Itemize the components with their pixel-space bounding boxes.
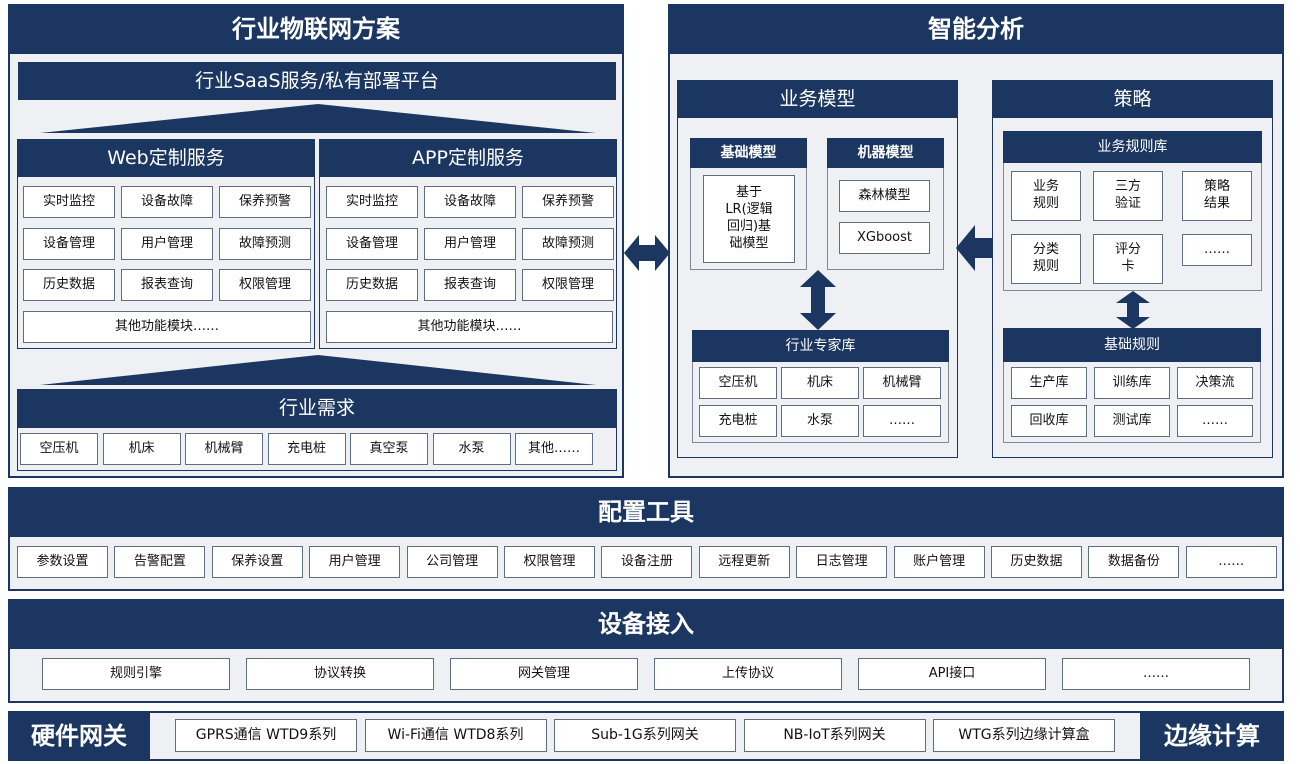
iot-solution-title: 行业物联网方案 (8, 4, 624, 54)
device-access-title: 设备接入 (8, 599, 1284, 649)
access-item: API接口 (858, 658, 1046, 690)
basic-model-title: 基础模型 (690, 138, 807, 168)
config-item: 数据备份 (1088, 546, 1180, 578)
upward-triangle-bottom (40, 355, 596, 385)
hardware-item: GPRS通信 WTD9系列 (175, 719, 357, 752)
config-item: 远程更新 (698, 546, 790, 578)
config-item: 历史数据 (991, 546, 1082, 578)
hardware-item: WTG系列边缘计算盒 (933, 719, 1115, 752)
demand-item: 真空泵 (350, 433, 428, 465)
hardware-item: NB-IoT系列网关 (743, 719, 926, 752)
access-item: …… (1062, 658, 1250, 690)
bidirectional-arrow-icon (624, 235, 670, 271)
basic-rules-title: 基础规则 (1003, 328, 1261, 362)
expert-item: 空压机 (699, 367, 777, 399)
basic-rule-item: 回收库 (1011, 405, 1087, 437)
expert-item: 充电桩 (699, 405, 777, 437)
app-other-modules: 其他功能模块…… (326, 311, 613, 343)
expert-library-title: 行业专家库 (692, 330, 949, 362)
hardware-item: Sub-1G系列网关 (554, 719, 736, 752)
app-service-item: 报表查询 (424, 269, 516, 301)
config-item: 公司管理 (406, 546, 498, 578)
xgboost-model: XGboost (839, 222, 930, 254)
industry-demand-title: 行业需求 (17, 389, 617, 427)
saas-platform-bar: 行业SaaS服务/私有部署平台 (18, 62, 616, 100)
demand-item: 机床 (102, 433, 181, 465)
config-item: 设备注册 (601, 546, 693, 578)
left-arrow-icon (956, 225, 994, 271)
web-service-item: 保养预警 (219, 186, 311, 218)
config-item: 权限管理 (504, 546, 595, 578)
web-service-item: 报表查询 (121, 269, 213, 301)
config-item: 日志管理 (796, 546, 888, 578)
app-service-title: APP定制服务 (319, 139, 617, 177)
rules-item: 业务 规则 (1011, 171, 1081, 221)
web-service-item: 历史数据 (23, 269, 115, 301)
web-service-item: 故障预测 (219, 228, 311, 260)
web-service-item: 设备故障 (121, 186, 213, 218)
config-item: 账户管理 (893, 546, 985, 578)
demand-item: 机械臂 (185, 433, 263, 465)
rules-item: 分类 规则 (1011, 234, 1081, 284)
upward-triangle-top (40, 104, 596, 133)
expert-item: 水泵 (781, 405, 859, 437)
smart-analysis-title: 智能分析 (668, 4, 1284, 54)
config-item: 保养设置 (211, 546, 303, 578)
config-item: 用户管理 (309, 546, 401, 578)
basic-rule-item: 测试库 (1094, 405, 1170, 437)
basic-rule-item: …… (1177, 405, 1253, 437)
web-service-item: 权限管理 (219, 269, 311, 301)
demand-item: 空压机 (20, 433, 98, 465)
access-item: 上传协议 (654, 658, 842, 690)
vertical-double-arrow-icon (800, 270, 836, 330)
basic-model-content: 基于 LR(逻辑 回归)基 础模型 (703, 175, 795, 263)
access-item: 协议转换 (246, 658, 434, 690)
basic-rule-item: 决策流 (1177, 367, 1253, 399)
web-service-title: Web定制服务 (17, 139, 315, 177)
strategy-title: 策略 (992, 80, 1273, 118)
app-service-item: 设备管理 (326, 228, 418, 260)
web-service-item: 用户管理 (121, 228, 213, 260)
access-item: 网关管理 (450, 658, 638, 690)
demand-item: 其他…… (515, 433, 593, 465)
access-item: 规则引擎 (42, 658, 230, 690)
web-service-item: 实时监控 (23, 186, 115, 218)
rules-item: 评分 卡 (1093, 234, 1163, 284)
web-service-item: 设备管理 (23, 228, 115, 260)
hardware-gateway-title: 硬件网关 (8, 711, 150, 761)
app-service-item: 故障预测 (522, 228, 614, 260)
config-item: 参数设置 (17, 546, 108, 578)
config-item: 告警配置 (114, 546, 206, 578)
app-service-item: 权限管理 (522, 269, 614, 301)
app-service-item: 保养预警 (522, 186, 614, 218)
demand-item: 充电桩 (267, 433, 346, 465)
demand-item: 水泵 (432, 433, 511, 465)
business-model-title: 业务模型 (677, 80, 958, 118)
expert-item: …… (863, 405, 941, 437)
machine-model-title: 机器模型 (827, 138, 944, 168)
vertical-double-arrow-icon-2 (1116, 291, 1150, 329)
forest-model: 森林模型 (839, 180, 930, 212)
basic-rule-item: 训练库 (1094, 367, 1170, 399)
app-service-item: 实时监控 (326, 186, 418, 218)
basic-rule-item: 生产库 (1011, 367, 1087, 399)
app-service-item: 设备故障 (424, 186, 516, 218)
rules-item: …… (1182, 234, 1252, 266)
app-service-item: 历史数据 (326, 269, 418, 301)
edge-computing-title: 边缘计算 (1140, 711, 1284, 761)
app-service-item: 用户管理 (424, 228, 516, 260)
web-other-modules: 其他功能模块…… (23, 311, 311, 343)
expert-item: 机械臂 (863, 367, 941, 399)
expert-item: 机床 (781, 367, 859, 399)
rules-library-title: 业务规则库 (1003, 131, 1262, 163)
config-tools-title: 配置工具 (8, 487, 1284, 537)
rules-item: 策略 结果 (1182, 171, 1252, 221)
rules-item: 三方 验证 (1093, 171, 1163, 221)
hardware-item: Wi-Fi通信 WTD8系列 (364, 719, 547, 752)
config-item: …… (1185, 546, 1277, 578)
